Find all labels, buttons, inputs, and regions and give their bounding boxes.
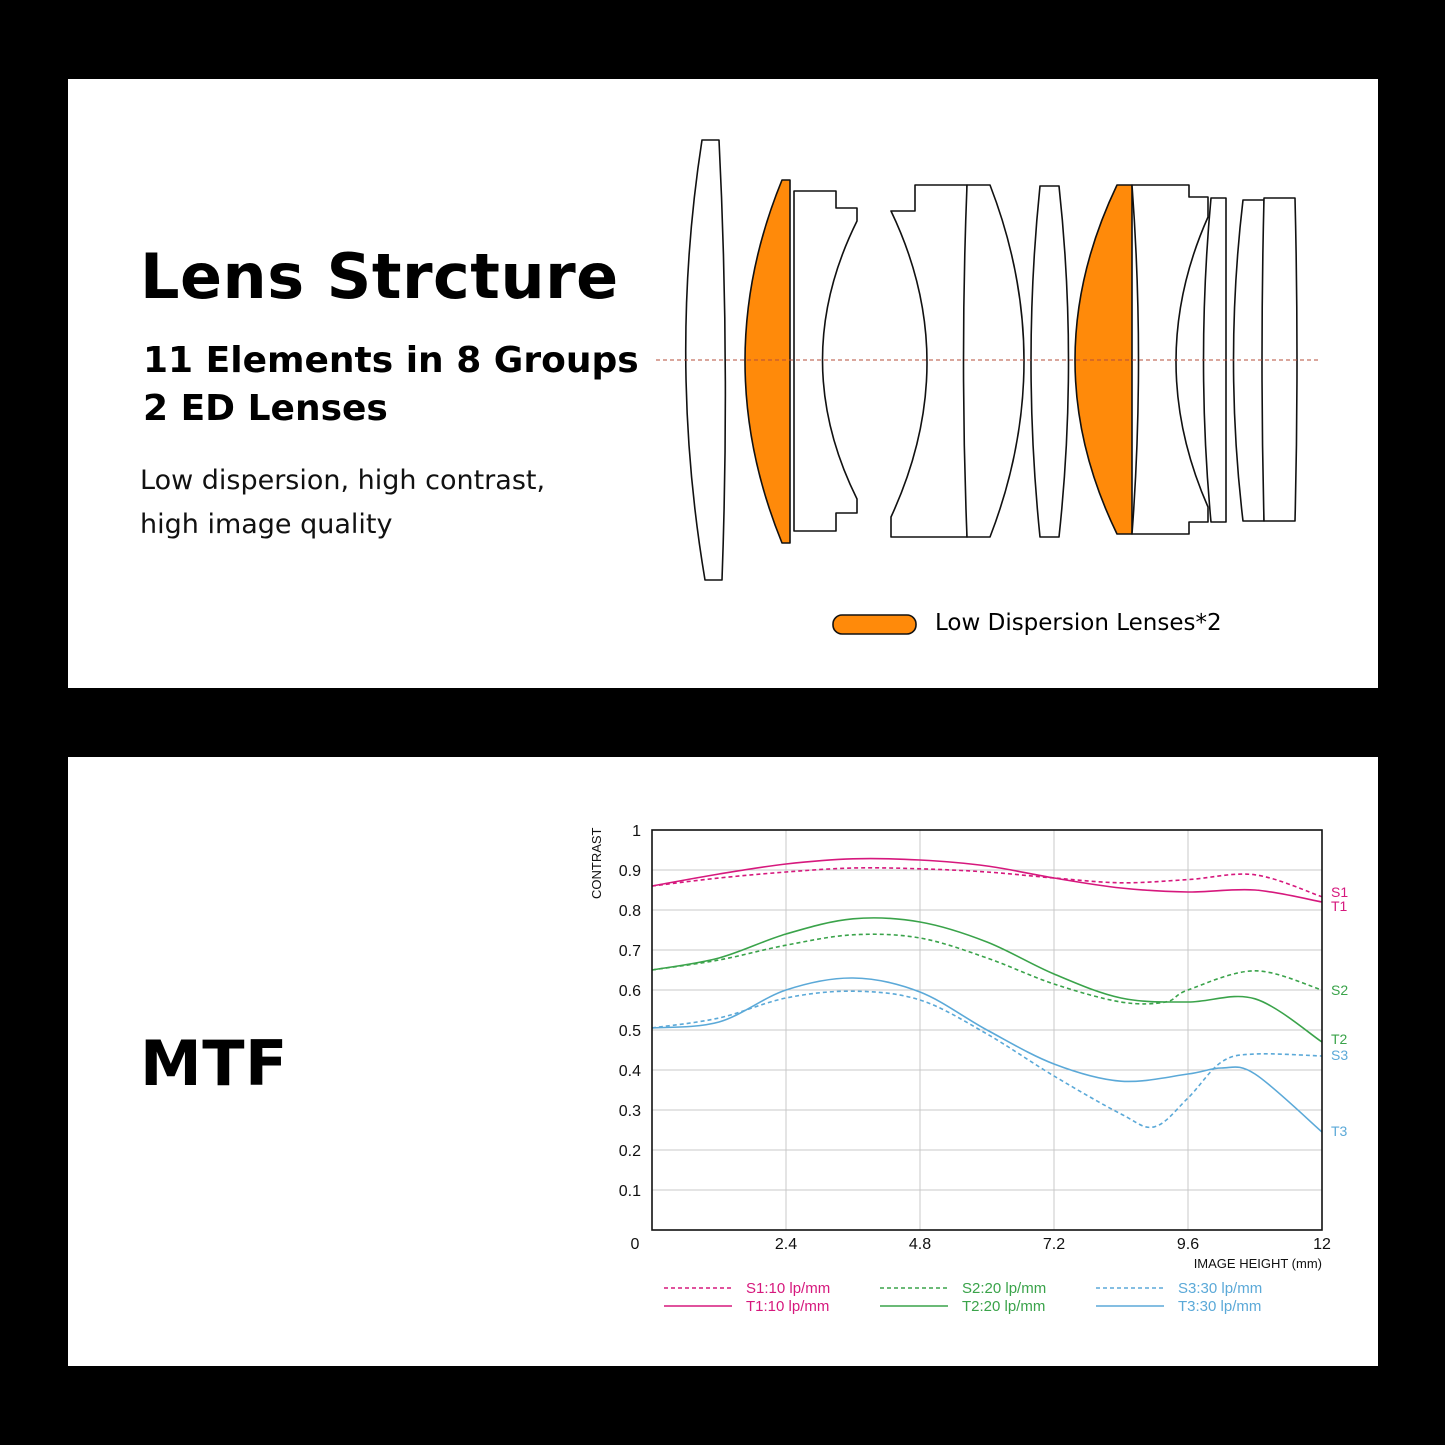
series-line-t2	[651, 917, 1323, 1043]
y-tick-label: 0.8	[619, 903, 641, 920]
x-axis-label: IMAGE HEIGHT (mm)	[1194, 1256, 1322, 1271]
description-line-2: high image quality	[140, 509, 393, 540]
y-tick-label: 0.7	[619, 943, 641, 960]
mtf-title: MTF	[140, 1027, 288, 1100]
y-tick-label: 0.6	[619, 983, 641, 1000]
series-end-label: T2	[1331, 1031, 1348, 1047]
series-line-t3	[651, 977, 1323, 1133]
series-end-label: S3	[1331, 1047, 1348, 1063]
y-tick-label: 0.9	[619, 863, 641, 880]
lens-element-5	[962, 184, 1025, 538]
x-tick-label: 2.4	[775, 1236, 797, 1253]
x-tick-label: 9.6	[1177, 1236, 1199, 1253]
y-tick-label: 0.5	[619, 1023, 641, 1040]
ed-lenses-text: 2 ED Lenses	[143, 388, 388, 429]
legend-label: T1:10 lp/mm	[746, 1298, 829, 1315]
lens-element-3	[793, 190, 858, 532]
series-line-s2	[651, 933, 1323, 1005]
lens-structure-panel: Lens Strcture 11 Elements in 8 Groups 2 …	[68, 79, 1378, 688]
ed-legend-swatch	[832, 614, 917, 635]
series-end-label: S2	[1331, 982, 1348, 998]
lens-element-6	[1030, 185, 1070, 538]
series-end-label: T3	[1331, 1123, 1348, 1139]
x-tick-label: 12	[1313, 1236, 1331, 1253]
series-end-label: T1	[1331, 898, 1348, 914]
series-line-s3	[651, 990, 1323, 1129]
legend-label: S1:10 lp/mm	[746, 1280, 830, 1297]
ed-legend-label: Low Dispersion Lenses*2	[935, 610, 1222, 636]
y-tick-label: 0.1	[619, 1183, 641, 1200]
lens-structure-diagram	[656, 139, 1318, 635]
lens-element-4	[890, 184, 968, 538]
y-tick-label: 0.2	[619, 1143, 641, 1160]
lens-structure-title: Lens Strcture	[140, 240, 619, 313]
mtf-chart: 0.1 0.2 0.3 0.4 0.5 0.6 0.7 0.8 0.9 1 2.4 4.8 7.2 9.6…	[589, 823, 1348, 1315]
legend-label: T3:30 lp/mm	[1178, 1298, 1261, 1315]
series-line-s1	[651, 867, 1323, 898]
description-line-1: Low dispersion, high contrast,	[140, 465, 546, 496]
lens-element-10	[1232, 199, 1265, 522]
mtf-panel: MTF 0.1 0.2 0.3 0.4 0.5 0.6 0.7 0.8 0.9 1 2.4 4.8 7.…	[68, 757, 1378, 1366]
x-tick-label: 4.8	[909, 1236, 931, 1253]
y-tick-label: 1	[632, 823, 641, 840]
legend-label: T2:20 lp/mm	[962, 1298, 1045, 1315]
y-tick-label: 0.4	[619, 1063, 641, 1080]
series-line-t1	[651, 857, 1323, 903]
lens-element-7-ed	[1074, 184, 1133, 535]
series-end-label: S1	[1331, 884, 1348, 900]
y-axis-label: CONTRAST	[589, 827, 604, 899]
y-tick-label: 0.3	[619, 1103, 641, 1120]
lens-element-9	[1202, 197, 1227, 523]
legend-label: S2:20 lp/mm	[962, 1280, 1046, 1297]
elements-groups-text: 11 Elements in 8 Groups	[143, 340, 639, 381]
lens-element-2-ed	[744, 179, 791, 544]
origin-label: 0	[631, 1236, 640, 1253]
plot-frame	[651, 829, 1323, 1231]
legend-label: S3:30 lp/mm	[1178, 1280, 1262, 1297]
x-tick-label: 7.2	[1043, 1236, 1065, 1253]
